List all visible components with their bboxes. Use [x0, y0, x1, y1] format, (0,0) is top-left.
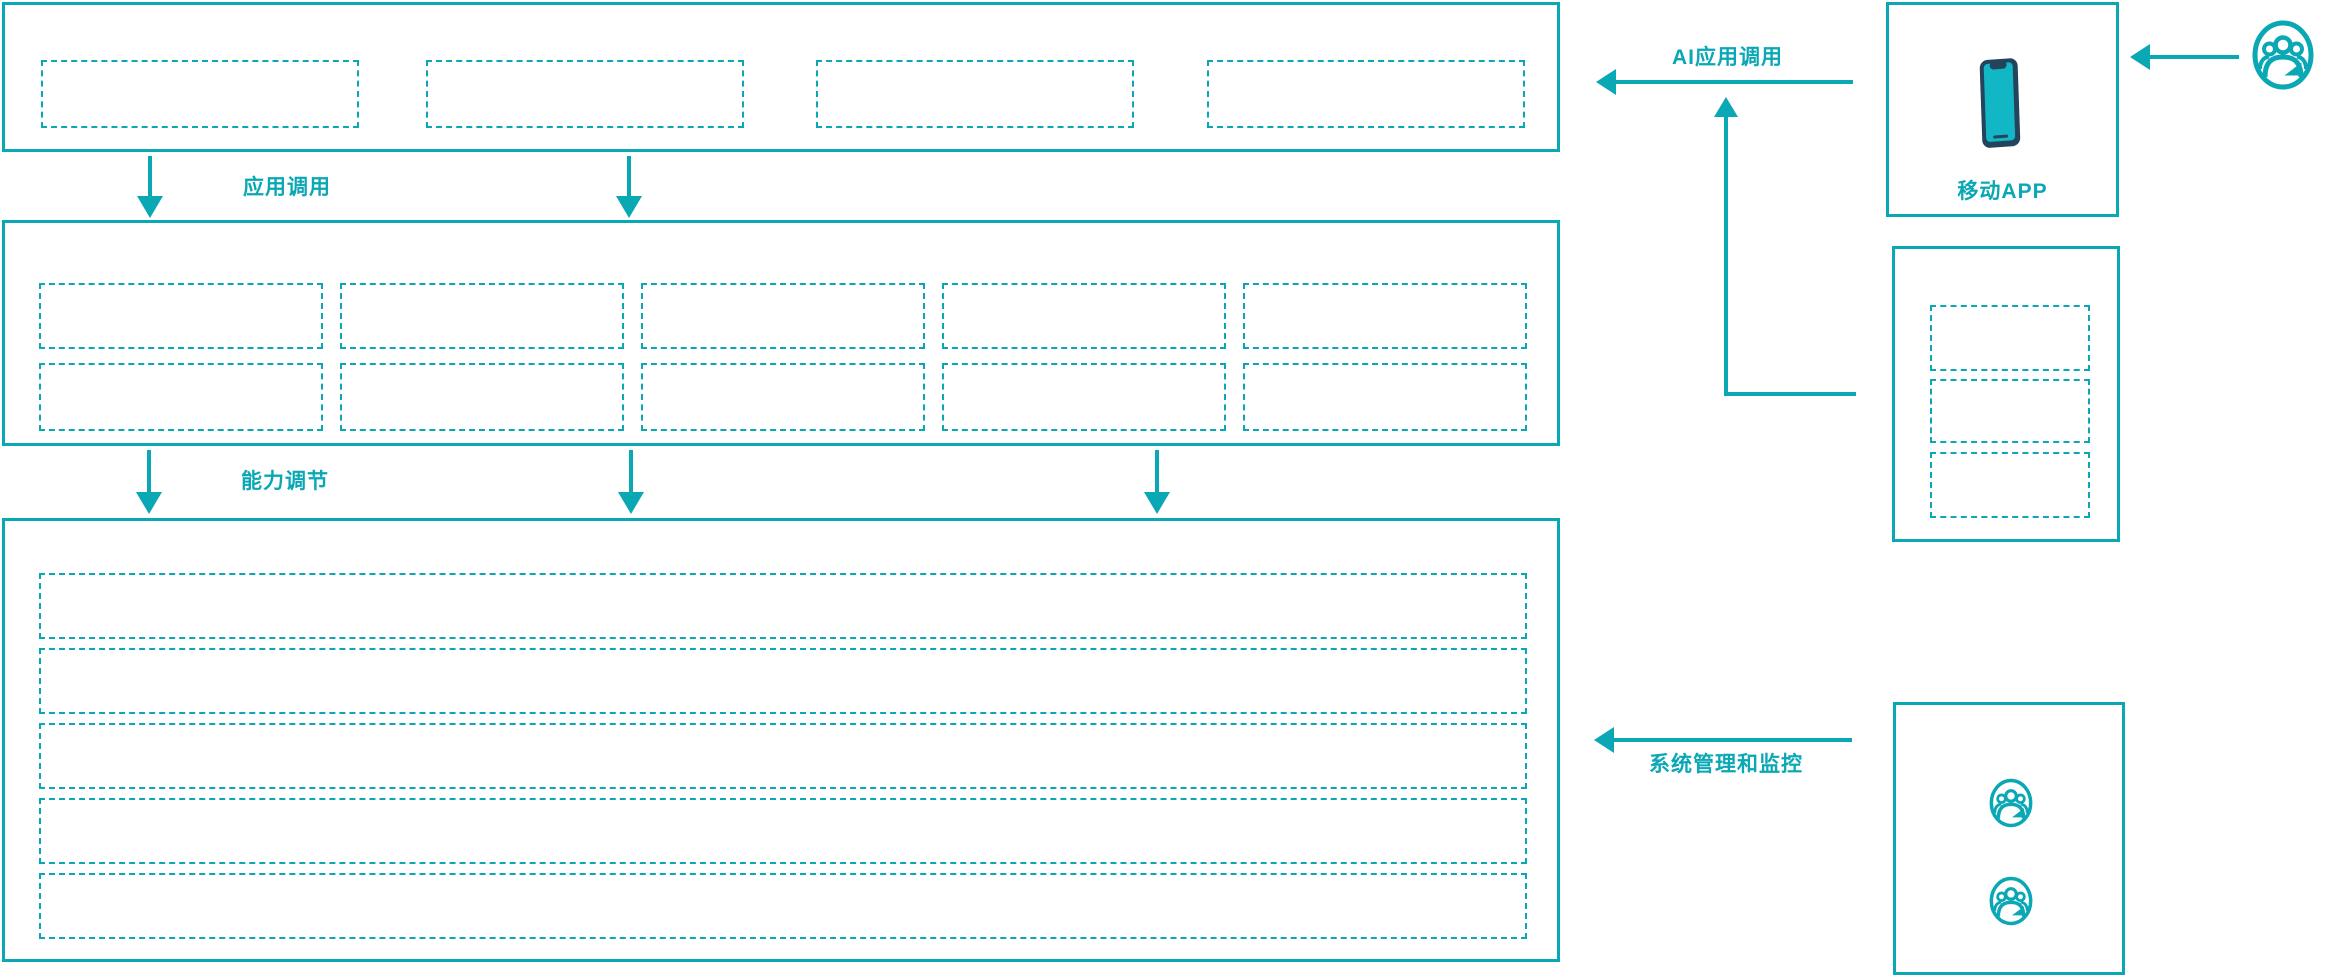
top-placeholder-box-2 — [426, 60, 744, 128]
arrow-line-ai-call — [1614, 80, 1853, 84]
system-monitor-label: 系统管理和监控 — [1649, 753, 1803, 776]
capability-label: 能力调节 — [241, 470, 329, 493]
bottom-placeholder-row-5 — [39, 873, 1527, 939]
mobile-app-label: 移动APP — [1957, 180, 2048, 203]
arrow-line-system-monitor — [1612, 738, 1852, 742]
right-placeholder-box-2 — [1930, 379, 2090, 443]
right-placeholder-box-3 — [1930, 452, 2090, 518]
arrow-head-capability-3 — [1144, 492, 1170, 514]
arrow-line-app-call-2 — [627, 156, 631, 198]
app-call-label: 应用调用 — [243, 176, 331, 199]
top-placeholder-box-1 — [41, 60, 359, 128]
arrow-head-app-call-2 — [616, 196, 642, 218]
arrow-head-ai-call — [1596, 69, 1616, 95]
mid-placeholder-r2c3 — [641, 363, 925, 431]
middle-layer-box — [2, 220, 1560, 446]
mid-placeholder-r1c2 — [340, 283, 624, 349]
right-panel-box — [1892, 246, 2120, 542]
admin-user-icon-2 — [1989, 876, 2033, 926]
mid-placeholder-r1c3 — [641, 283, 925, 349]
arrow-head-up-mobile — [1714, 97, 1738, 117]
mid-placeholder-r2c4 — [942, 363, 1226, 431]
arrow-head-user-to-app — [2130, 44, 2150, 70]
smartphone-icon — [1979, 58, 2021, 148]
arrow-head-capability-1 — [136, 492, 162, 514]
mid-placeholder-r2c5 — [1243, 363, 1527, 431]
mid-placeholder-r2c2 — [340, 363, 624, 431]
arrow-head-app-call-1 — [137, 196, 163, 218]
arrow-line-capability-2 — [629, 450, 633, 494]
bottom-placeholder-row-4 — [39, 798, 1527, 864]
mid-placeholder-r1c5 — [1243, 283, 1527, 349]
right-placeholder-box-1 — [1930, 305, 2090, 371]
bottom-placeholder-row-1 — [39, 573, 1527, 639]
arrow-head-capability-2 — [618, 492, 644, 514]
arrow-line-user-to-app — [2148, 55, 2239, 59]
arrow-line-app-call-1 — [148, 156, 152, 198]
top-layer-box — [2, 2, 1560, 152]
mid-placeholder-r1c1 — [39, 283, 323, 349]
bottom-placeholder-row-2 — [39, 648, 1527, 714]
top-placeholder-box-4 — [1207, 60, 1525, 128]
mid-placeholder-r1c4 — [942, 283, 1226, 349]
user-group-icon — [2252, 20, 2314, 90]
ai-app-call-label: AI应用调用 — [1672, 46, 1783, 69]
arrow-line-up-mobile — [1724, 115, 1728, 396]
admin-panel-box — [1893, 702, 2125, 975]
bottom-placeholder-row-3 — [39, 723, 1527, 789]
bottom-layer-box — [2, 518, 1560, 962]
arrow-head-system-monitor — [1594, 727, 1614, 753]
mid-placeholder-r2c1 — [39, 363, 323, 431]
top-placeholder-box-3 — [816, 60, 1134, 128]
elbow-line-mobile — [1724, 392, 1856, 396]
mobile-app-box: 移动APP — [1886, 2, 2119, 217]
admin-user-icon-1 — [1989, 778, 2033, 828]
arrow-line-capability-1 — [147, 450, 151, 494]
arrow-line-capability-3 — [1155, 450, 1159, 494]
